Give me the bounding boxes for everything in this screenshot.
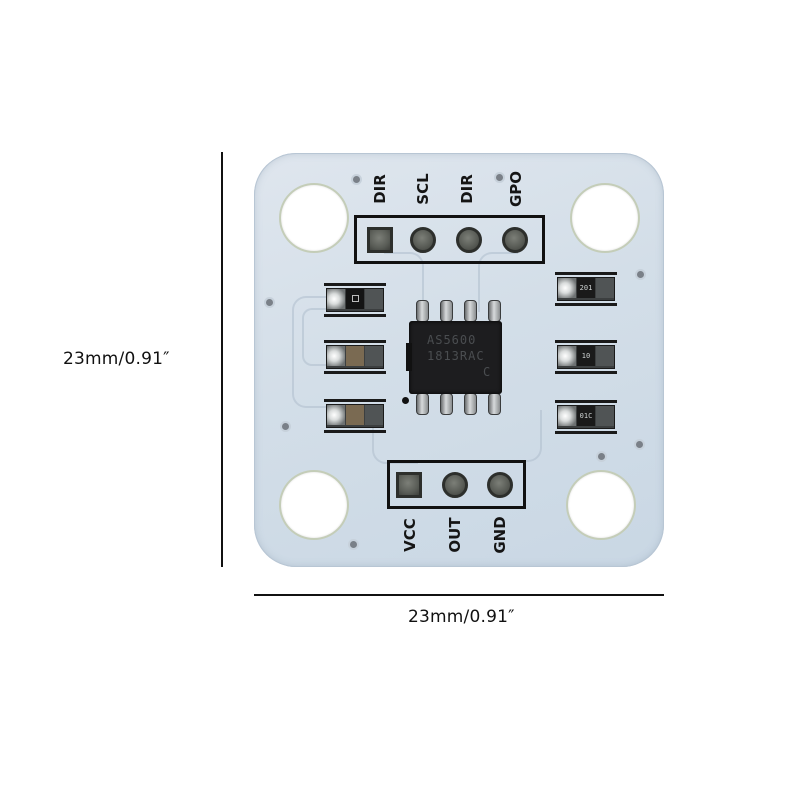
top-pin-dir-2-pad: [456, 227, 482, 253]
chip-marking-line3: C: [483, 365, 492, 379]
pin-label-gpo: GPO: [507, 170, 525, 208]
via: [637, 271, 644, 278]
top-pin-gpo-pad: [502, 227, 528, 253]
chip-pin-top-3: [464, 300, 477, 322]
chip-pin-bottom-2: [440, 393, 453, 415]
bottom-pin-header-outline: [387, 460, 526, 509]
mounting-hole-top-left: [281, 185, 347, 251]
diode-body: [346, 289, 364, 309]
capacitor-body: [346, 405, 364, 425]
via: [598, 453, 605, 460]
mounting-hole-bottom-left: [281, 472, 347, 538]
pcb-trace: [292, 296, 336, 408]
chip-pin-bottom-4: [488, 393, 501, 415]
pin-label-out: OUT: [446, 517, 464, 553]
mounting-hole-bottom-right: [568, 472, 634, 538]
via: [266, 299, 273, 306]
top-pin-header-outline: [354, 215, 545, 264]
left-component-diode: [324, 283, 386, 317]
as5600-chip: AS5600 1813RAC C: [406, 321, 502, 394]
pin-label-dir-2: DIR: [458, 174, 476, 204]
chip-notch: [406, 343, 412, 371]
pcb-trace: [372, 420, 418, 464]
via: [353, 176, 360, 183]
left-component-capacitor-2: [324, 399, 386, 433]
resistor-marking: 201: [577, 278, 595, 298]
chip-pin-bottom-3: [464, 393, 477, 415]
height-dimension-label: 23mm/0.91″: [63, 349, 170, 369]
width-dimension-line: [254, 594, 664, 596]
pin-label-dir-1: DIR: [371, 174, 389, 204]
bottom-pin-vcc-pad: [396, 472, 422, 498]
mounting-hole-top-right: [572, 185, 638, 251]
via: [282, 423, 289, 430]
chip-marking-line2: 1813RAC: [427, 349, 485, 363]
pcb-trace: [302, 308, 336, 366]
top-pin-scl-pad: [410, 227, 436, 253]
pin-label-vcc: VCC: [401, 518, 419, 552]
height-dimension-line: [221, 152, 223, 567]
via: [496, 174, 503, 181]
pin-label-scl: SCL: [414, 173, 432, 205]
right-component-resistor-3: 01C: [555, 400, 617, 434]
capacitor-body: [346, 346, 364, 366]
resistor-marking: 10: [577, 346, 595, 366]
pcb-trace: [512, 410, 542, 462]
resistor-marking: 01C: [577, 406, 595, 426]
chip-pin-top-4: [488, 300, 501, 322]
pcb-trace: [478, 252, 518, 312]
bottom-pin-gnd-pad: [487, 472, 513, 498]
via: [636, 441, 643, 448]
bottom-pin-out-pad: [442, 472, 468, 498]
top-pin-dir-1-pad: [367, 227, 393, 253]
left-component-capacitor-1: [324, 340, 386, 374]
chip-marking-line1: AS5600: [427, 333, 477, 347]
right-component-resistor-1: 201: [555, 272, 617, 306]
chip-pin-bottom-1: [416, 393, 429, 415]
chip-pin-top-1: [416, 300, 429, 322]
pcb-trace: [384, 252, 424, 312]
width-dimension-label: 23mm/0.91″: [408, 607, 515, 627]
pin1-marker-dot: [402, 397, 409, 404]
via: [350, 541, 357, 548]
right-component-resistor-2: 10: [555, 340, 617, 374]
pin-label-gnd: GND: [491, 516, 509, 554]
chip-pin-top-2: [440, 300, 453, 322]
